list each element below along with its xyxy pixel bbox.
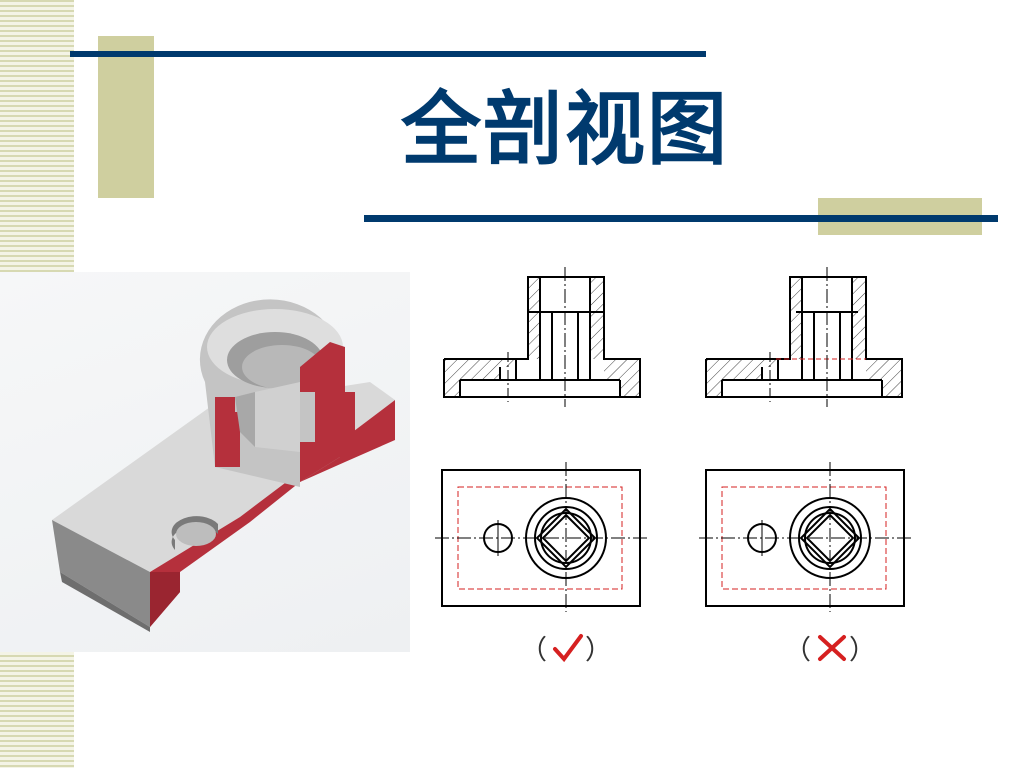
accent-block-left — [98, 36, 154, 198]
accent-line-top — [70, 51, 706, 57]
model-front-face — [52, 520, 150, 627]
accent-line-bottom — [364, 215, 998, 222]
slide-title: 全剖视图 — [401, 83, 729, 176]
caption-paren-close: ） — [849, 635, 880, 666]
caption-paren-open: （ — [520, 635, 551, 666]
cross-mark-icon — [818, 635, 846, 661]
sectioned-model-illustration — [52, 299, 395, 632]
check-mark-icon — [553, 634, 583, 663]
front-section-view-correct — [443, 276, 641, 398]
caption-paren-close: ） — [585, 635, 616, 666]
front-section-view-wrong — [705, 276, 903, 398]
caption-wrong: （） — [784, 628, 880, 667]
caption-correct: （） — [520, 628, 616, 667]
sectioned-model-panel — [0, 272, 410, 652]
caption-paren-open: （ — [784, 635, 815, 666]
drawing-canvas — [435, 267, 912, 612]
orthographic-drawings — [430, 262, 930, 682]
